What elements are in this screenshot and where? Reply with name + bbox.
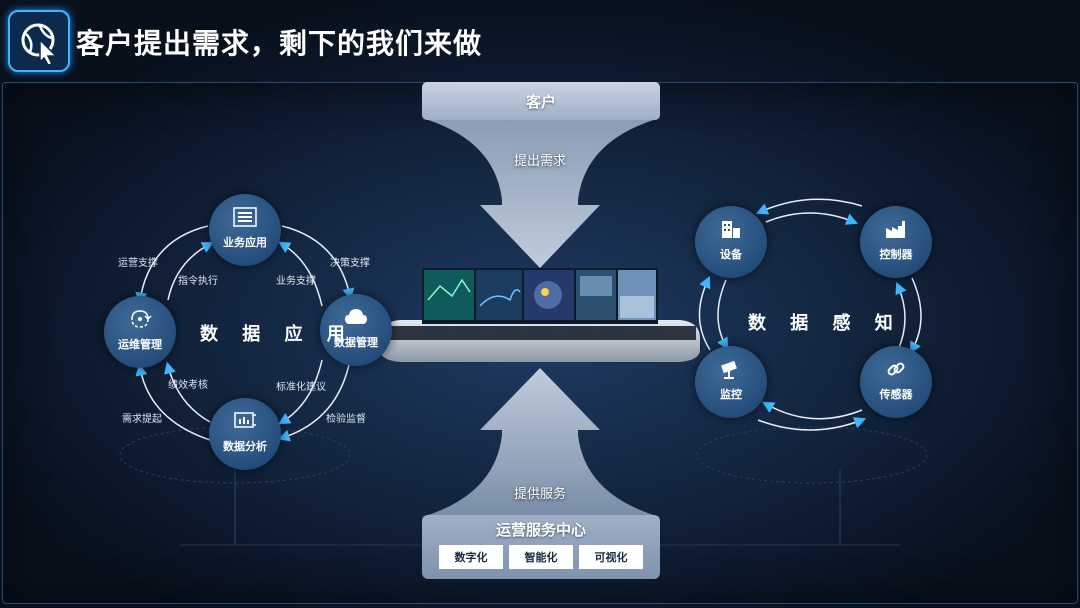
- node-controller: 控制器: [860, 206, 932, 278]
- customer-box: 客户: [422, 82, 660, 120]
- tag-digital: 数字化: [439, 545, 503, 569]
- node-ops-management: 运维管理: [104, 296, 176, 368]
- node-label: 控制器: [879, 248, 913, 261]
- node-label: 设备: [720, 248, 742, 261]
- node-data-management: 数据管理: [320, 294, 392, 366]
- node-label: 数据管理: [334, 336, 378, 349]
- left-cycle-center-title: 数 据 应 用: [200, 324, 354, 345]
- up-arrow-label: 提供服务: [514, 487, 567, 502]
- node-label: 数据分析: [223, 440, 267, 453]
- control-room-image: [378, 268, 702, 362]
- up-arrow: [422, 368, 660, 517]
- label-demand: 需求提起: [122, 414, 162, 425]
- label-command: 指令执行: [178, 276, 218, 287]
- node-device: 设备: [695, 206, 767, 278]
- label-biz-support: 业务支撑: [276, 276, 316, 287]
- camera-icon: [721, 360, 737, 379]
- link-icon: [887, 362, 905, 376]
- label-ops-support: 运营支撑: [118, 258, 158, 269]
- down-arrow-label: 提出需求: [514, 154, 567, 169]
- down-arrow: [422, 118, 660, 268]
- node-monitor: 监控: [695, 346, 767, 418]
- node-label: 业务应用: [223, 236, 267, 249]
- node-label: 监控: [720, 388, 742, 401]
- node-data-analysis: 数据分析: [209, 398, 281, 470]
- label-kpi: 绩效考核: [168, 380, 208, 391]
- tag-intelligent: 智能化: [509, 545, 573, 569]
- service-center-title: 运营服务中心: [495, 521, 586, 539]
- label-standard: 标准化建议: [276, 382, 326, 393]
- node-sensor: 传感器: [860, 346, 932, 418]
- tag-visual: 可视化: [579, 545, 643, 569]
- cloud-icon: [345, 309, 367, 324]
- factory-icon: [886, 221, 905, 238]
- node-label: 运维管理: [118, 338, 162, 351]
- right-cycle-center-title: 数 据 感 知: [748, 313, 902, 334]
- page-title: 客户提出需求，剩下的我们来做: [76, 27, 483, 60]
- menu-bars-icon: [233, 207, 257, 227]
- cursor-globe-icon: [8, 10, 70, 72]
- node-business-app: 业务应用: [209, 194, 281, 266]
- service-center-box: 运营服务中心 数字化 智能化 可视化: [422, 515, 660, 579]
- gear-cycle-icon: [131, 310, 152, 328]
- building-icon: [722, 221, 740, 238]
- chart-panel-icon: [234, 412, 256, 428]
- label-inspection: 检验监督: [326, 414, 366, 425]
- label-decision: 决策支撑: [330, 258, 370, 269]
- node-label: 传感器: [879, 388, 913, 401]
